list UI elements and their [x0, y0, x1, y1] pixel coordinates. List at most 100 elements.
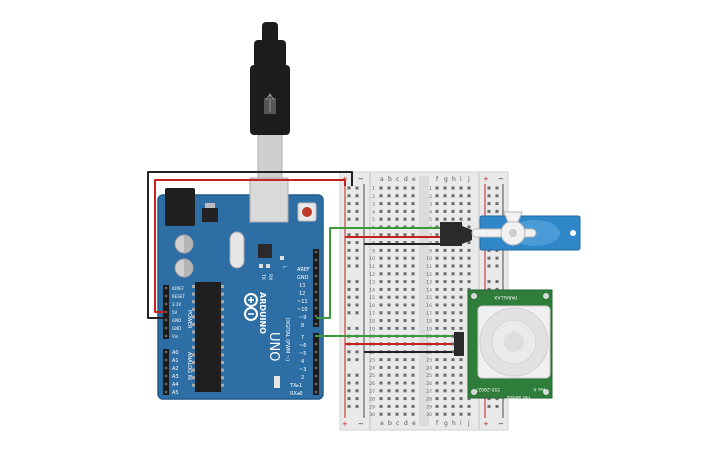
bb-hole [443, 295, 447, 299]
bb-hole [459, 311, 463, 315]
bb-hole [443, 358, 447, 362]
bb-rail-hole [355, 209, 359, 213]
bb-hole [379, 326, 383, 330]
header-pin [164, 382, 168, 386]
bb-hole [411, 194, 415, 198]
bb-row-number: 14 [426, 287, 432, 293]
power-pin-label: Vin [172, 334, 179, 339]
header-pin [164, 334, 168, 338]
bb-hole [395, 412, 399, 416]
bb-hole [379, 389, 383, 393]
bb-hole [387, 404, 391, 408]
bb-hole [403, 272, 407, 276]
bb-hole [411, 272, 415, 276]
bb-rail-hole [355, 280, 359, 284]
power-pin-label: 5V [172, 310, 178, 315]
pir-name-label: PIR Sensor [506, 394, 530, 400]
bb-hole [379, 365, 383, 369]
bb-hole [467, 194, 471, 198]
bb-hole [387, 248, 391, 252]
bb-hole [379, 397, 383, 401]
bb-hole [403, 412, 407, 416]
bb-hole [379, 381, 383, 385]
digital-pin-label: ~11 [297, 299, 308, 305]
bb-hole [451, 217, 455, 221]
bb-hole [387, 241, 391, 245]
bb-hole [379, 248, 383, 252]
bb-rail-hole [355, 404, 359, 408]
bb-hole [467, 412, 471, 416]
bb-hole [387, 389, 391, 393]
digital-pin-label: ~9 [299, 315, 306, 321]
bb-hole [403, 373, 407, 377]
digital-pin-label: GND [297, 275, 309, 281]
chip-pin [221, 345, 224, 349]
bb-hole [451, 202, 455, 206]
bb-hole [403, 365, 407, 369]
bb-rail-hole [347, 373, 351, 377]
bb-hole [395, 381, 399, 385]
bb-hole [387, 272, 391, 276]
digital-pin-label: 7 [301, 335, 304, 341]
bb-rail-hole [355, 389, 359, 393]
bb-row-number: 3 [372, 202, 375, 208]
pir-rev-label: Rev A [533, 387, 545, 392]
bb-rail-hole [495, 202, 499, 206]
power-pin-label: RESET [172, 294, 185, 299]
bb-hole [443, 248, 447, 252]
bb-hole [451, 209, 455, 213]
bb-rail-hole [355, 202, 359, 206]
bb-hole [451, 358, 455, 362]
bb-hole [411, 397, 415, 401]
bb-hole [395, 389, 399, 393]
bb-hole [387, 287, 391, 291]
chip-pin [192, 330, 195, 334]
bb-hole [435, 373, 439, 377]
bb-hole [387, 209, 391, 213]
bb-hole [403, 194, 407, 198]
bb-rail-hole [355, 256, 359, 260]
power-pin-label: 3.3V [172, 302, 181, 307]
bb-rail-hole [347, 389, 351, 393]
bb-hole [443, 303, 447, 307]
bb-hole [411, 303, 415, 307]
bb-rail-hole [487, 264, 491, 268]
bb-hole [451, 373, 455, 377]
bb-hole [451, 334, 455, 338]
bb-hole [443, 256, 447, 260]
analog-pin-label: A5 [172, 390, 179, 396]
bb-hole [379, 303, 383, 307]
bb-hole [403, 311, 407, 315]
chip-pin [192, 338, 195, 342]
bb-hole [395, 202, 399, 206]
bb-rail-hole [347, 280, 351, 284]
bb-hole [443, 326, 447, 330]
bb-hole [451, 194, 455, 198]
bb-hole [379, 373, 383, 377]
bb-rail-hole [495, 256, 499, 260]
bb-rail-minus: − [498, 420, 504, 428]
bb-rail-hole [487, 256, 491, 260]
bb-hole [451, 389, 455, 393]
bb-hole [387, 295, 391, 299]
bb-hole [459, 389, 463, 393]
bb-hole [379, 404, 383, 408]
pin-header [313, 249, 319, 327]
bb-hole [395, 358, 399, 362]
bb-rail-hole [347, 350, 351, 354]
header-pin [164, 374, 168, 378]
bb-hole [379, 217, 383, 221]
bb-row-number: 25 [426, 373, 432, 379]
bb-hole [451, 256, 455, 260]
bb-hole [443, 365, 447, 369]
bb-rail-hole [347, 287, 351, 291]
bb-column-label: f [436, 176, 439, 183]
chip-pin [192, 376, 195, 380]
pir-part-label: 555-28027 [475, 386, 500, 392]
bb-hole [459, 280, 463, 284]
bb-row-number: 17 [369, 311, 375, 317]
bb-hole [459, 248, 463, 252]
bb-column-label: d [404, 420, 408, 427]
bb-row-number: 17 [426, 311, 432, 317]
bb-hole [459, 209, 463, 213]
